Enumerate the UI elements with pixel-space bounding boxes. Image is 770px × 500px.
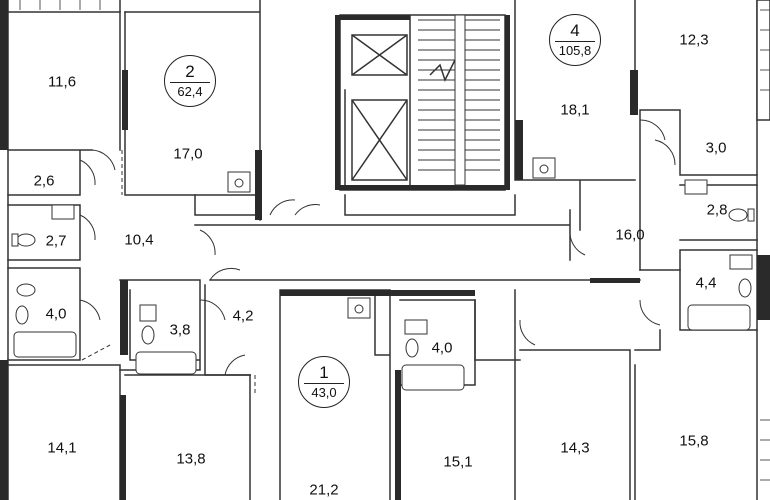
room-area: 12,3 — [679, 31, 709, 49]
apartment-area: 105,8 — [558, 43, 592, 58]
room-area: 18,1 — [560, 101, 590, 119]
toilet — [15, 305, 29, 325]
toilet — [16, 283, 36, 297]
apartment-area: 43,0 — [311, 385, 337, 400]
toilet — [405, 338, 419, 358]
apartment-number: 2 — [185, 62, 195, 81]
apartment-badge-1: 1 43,0 — [298, 356, 350, 408]
toilet — [728, 208, 748, 222]
apartment-badge-2: 2 62,4 — [164, 55, 216, 107]
room-area: 3,8 — [169, 321, 191, 339]
sink — [684, 179, 708, 195]
room-area: 17,0 — [173, 145, 203, 163]
room-area: 2,8 — [706, 201, 728, 219]
room-area: 13,8 — [176, 450, 206, 468]
room-area: 16,0 — [615, 226, 645, 244]
stairs — [418, 14, 500, 186]
sink — [139, 304, 157, 322]
room-area: 21,2 — [309, 481, 339, 499]
lift-shaft-small — [351, 34, 408, 76]
room-area: 14,3 — [560, 439, 590, 457]
room-area: 4,4 — [695, 274, 717, 292]
toilet — [141, 325, 155, 345]
toilet — [738, 278, 752, 298]
room-area: 15,1 — [443, 453, 473, 471]
sink — [729, 254, 753, 270]
apartment-badge-4: 4 105,8 — [549, 14, 601, 66]
bath — [135, 351, 197, 375]
room-area: 4,0 — [45, 305, 67, 323]
room-area: 2,6 — [33, 172, 55, 190]
apartment-area: 62,4 — [177, 84, 203, 99]
room-area: 10,4 — [124, 231, 154, 249]
apartment-number: 4 — [570, 21, 580, 40]
toilet — [16, 233, 36, 247]
bath — [401, 364, 465, 391]
apartment-number: 1 — [319, 363, 329, 382]
sink — [404, 319, 428, 335]
room-area: 3,0 — [705, 139, 727, 157]
room-area: 15,8 — [679, 432, 709, 450]
lift-shaft-large — [351, 99, 408, 181]
exterior-wall — [7, 0, 261, 500]
sink — [51, 204, 75, 220]
room-area: 14,1 — [47, 439, 77, 457]
room-area: 4,0 — [431, 339, 453, 357]
bath — [687, 304, 751, 331]
room-area: 11,6 — [47, 73, 77, 91]
bath — [13, 331, 77, 358]
room-area: 2,7 — [45, 232, 67, 250]
room-area: 4,2 — [232, 307, 254, 325]
